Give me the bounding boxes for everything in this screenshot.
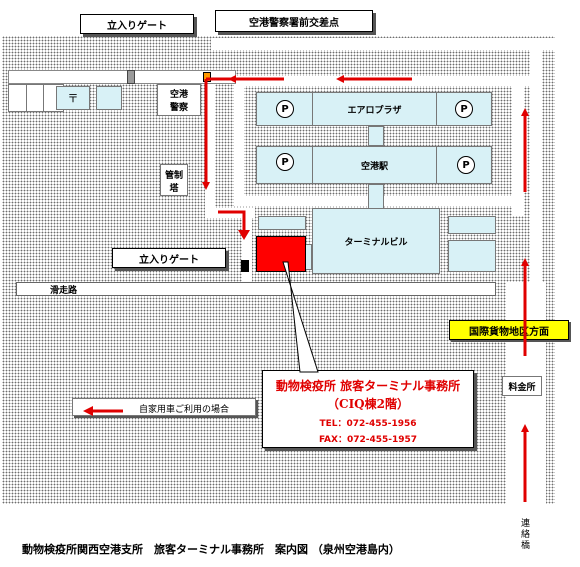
connector bbox=[368, 126, 384, 146]
divider bbox=[312, 146, 313, 184]
cargo-direction-label: 国際貨物地区方面 bbox=[449, 320, 569, 340]
intersection-marker bbox=[203, 72, 211, 82]
taxiway-label: 滑走路 bbox=[50, 286, 78, 296]
tollgate-label: 料金所 bbox=[508, 382, 536, 393]
road-left-vertical bbox=[205, 70, 215, 210]
post-office-building: 〒 bbox=[56, 86, 90, 110]
aero-plaza-building bbox=[256, 92, 492, 126]
building-strip-top bbox=[8, 70, 236, 84]
divider bbox=[43, 84, 44, 112]
office-tel: TEL：072-455-1956 bbox=[319, 419, 417, 429]
map-caption: 動物検疫所関西空港支所 旅客ターミナル事務所 案内図 （泉州空港島内） bbox=[22, 543, 400, 556]
gate-top-callout: 立入りゲート bbox=[80, 14, 194, 34]
office-name: 動物検疫所 旅客ターミナル事務所 bbox=[275, 379, 461, 393]
airport-station-label: 空港駅 bbox=[360, 162, 388, 172]
connector bbox=[368, 184, 384, 210]
gate-left-marker bbox=[241, 260, 249, 272]
office-info-callout: 動物検疫所 旅客ターミナル事務所 （CIQ棟2階） TEL：072-455-19… bbox=[262, 370, 474, 448]
control-label-1: 管制 bbox=[164, 171, 183, 181]
police-building: 空港 警察 bbox=[157, 84, 201, 116]
parking-icon: P bbox=[276, 153, 294, 171]
control-tower-building: 管制 塔 bbox=[160, 164, 188, 196]
road-loop-right bbox=[512, 76, 524, 216]
divider bbox=[436, 92, 437, 126]
gate-top-marker bbox=[127, 70, 135, 84]
police-label-1: 空港 bbox=[169, 90, 188, 100]
road-top bbox=[211, 38, 555, 50]
gate-left-callout: 立入りゲート bbox=[112, 248, 226, 268]
bridge-label: 連絡橋 bbox=[519, 518, 529, 551]
control-label-2: 塔 bbox=[169, 184, 179, 194]
police-label-2: 警察 bbox=[169, 103, 188, 113]
building-side bbox=[258, 216, 306, 230]
building-right bbox=[448, 216, 496, 234]
building-small bbox=[96, 86, 122, 110]
office-floor: （CIQ棟2階） bbox=[327, 397, 409, 411]
terminal-label: ターミナルビル bbox=[344, 238, 408, 248]
airport-station-building bbox=[256, 146, 492, 184]
police-intersection-callout: 空港警察署前交差点 bbox=[215, 10, 373, 32]
divider bbox=[436, 146, 437, 184]
tollgate-box: 料金所 bbox=[502, 376, 542, 396]
office-location-marker[interactable] bbox=[256, 236, 306, 272]
taxiway-strip bbox=[16, 282, 496, 296]
legend-box: 自家用車ご利用の場合 bbox=[72, 398, 256, 416]
terminal-building bbox=[312, 208, 440, 274]
divider bbox=[26, 84, 27, 112]
road-right-vertical bbox=[530, 38, 542, 308]
road-connector bbox=[242, 208, 252, 283]
road-loop-left bbox=[234, 76, 244, 206]
post-office-icon: 〒 bbox=[67, 92, 79, 105]
legend-label: 自家用車ご利用の場合 bbox=[139, 405, 230, 415]
parking-icon: P bbox=[455, 100, 473, 118]
road-upper-loop bbox=[234, 76, 539, 86]
aero-plaza-label: エアロプラザ bbox=[347, 106, 402, 116]
parking-icon: P bbox=[276, 100, 294, 118]
office-fax: FAX：072-455-1957 bbox=[318, 435, 418, 445]
building-right bbox=[448, 240, 496, 272]
divider bbox=[312, 92, 313, 126]
parking-icon: P bbox=[457, 156, 475, 174]
legend-arrow-icon bbox=[81, 402, 125, 421]
